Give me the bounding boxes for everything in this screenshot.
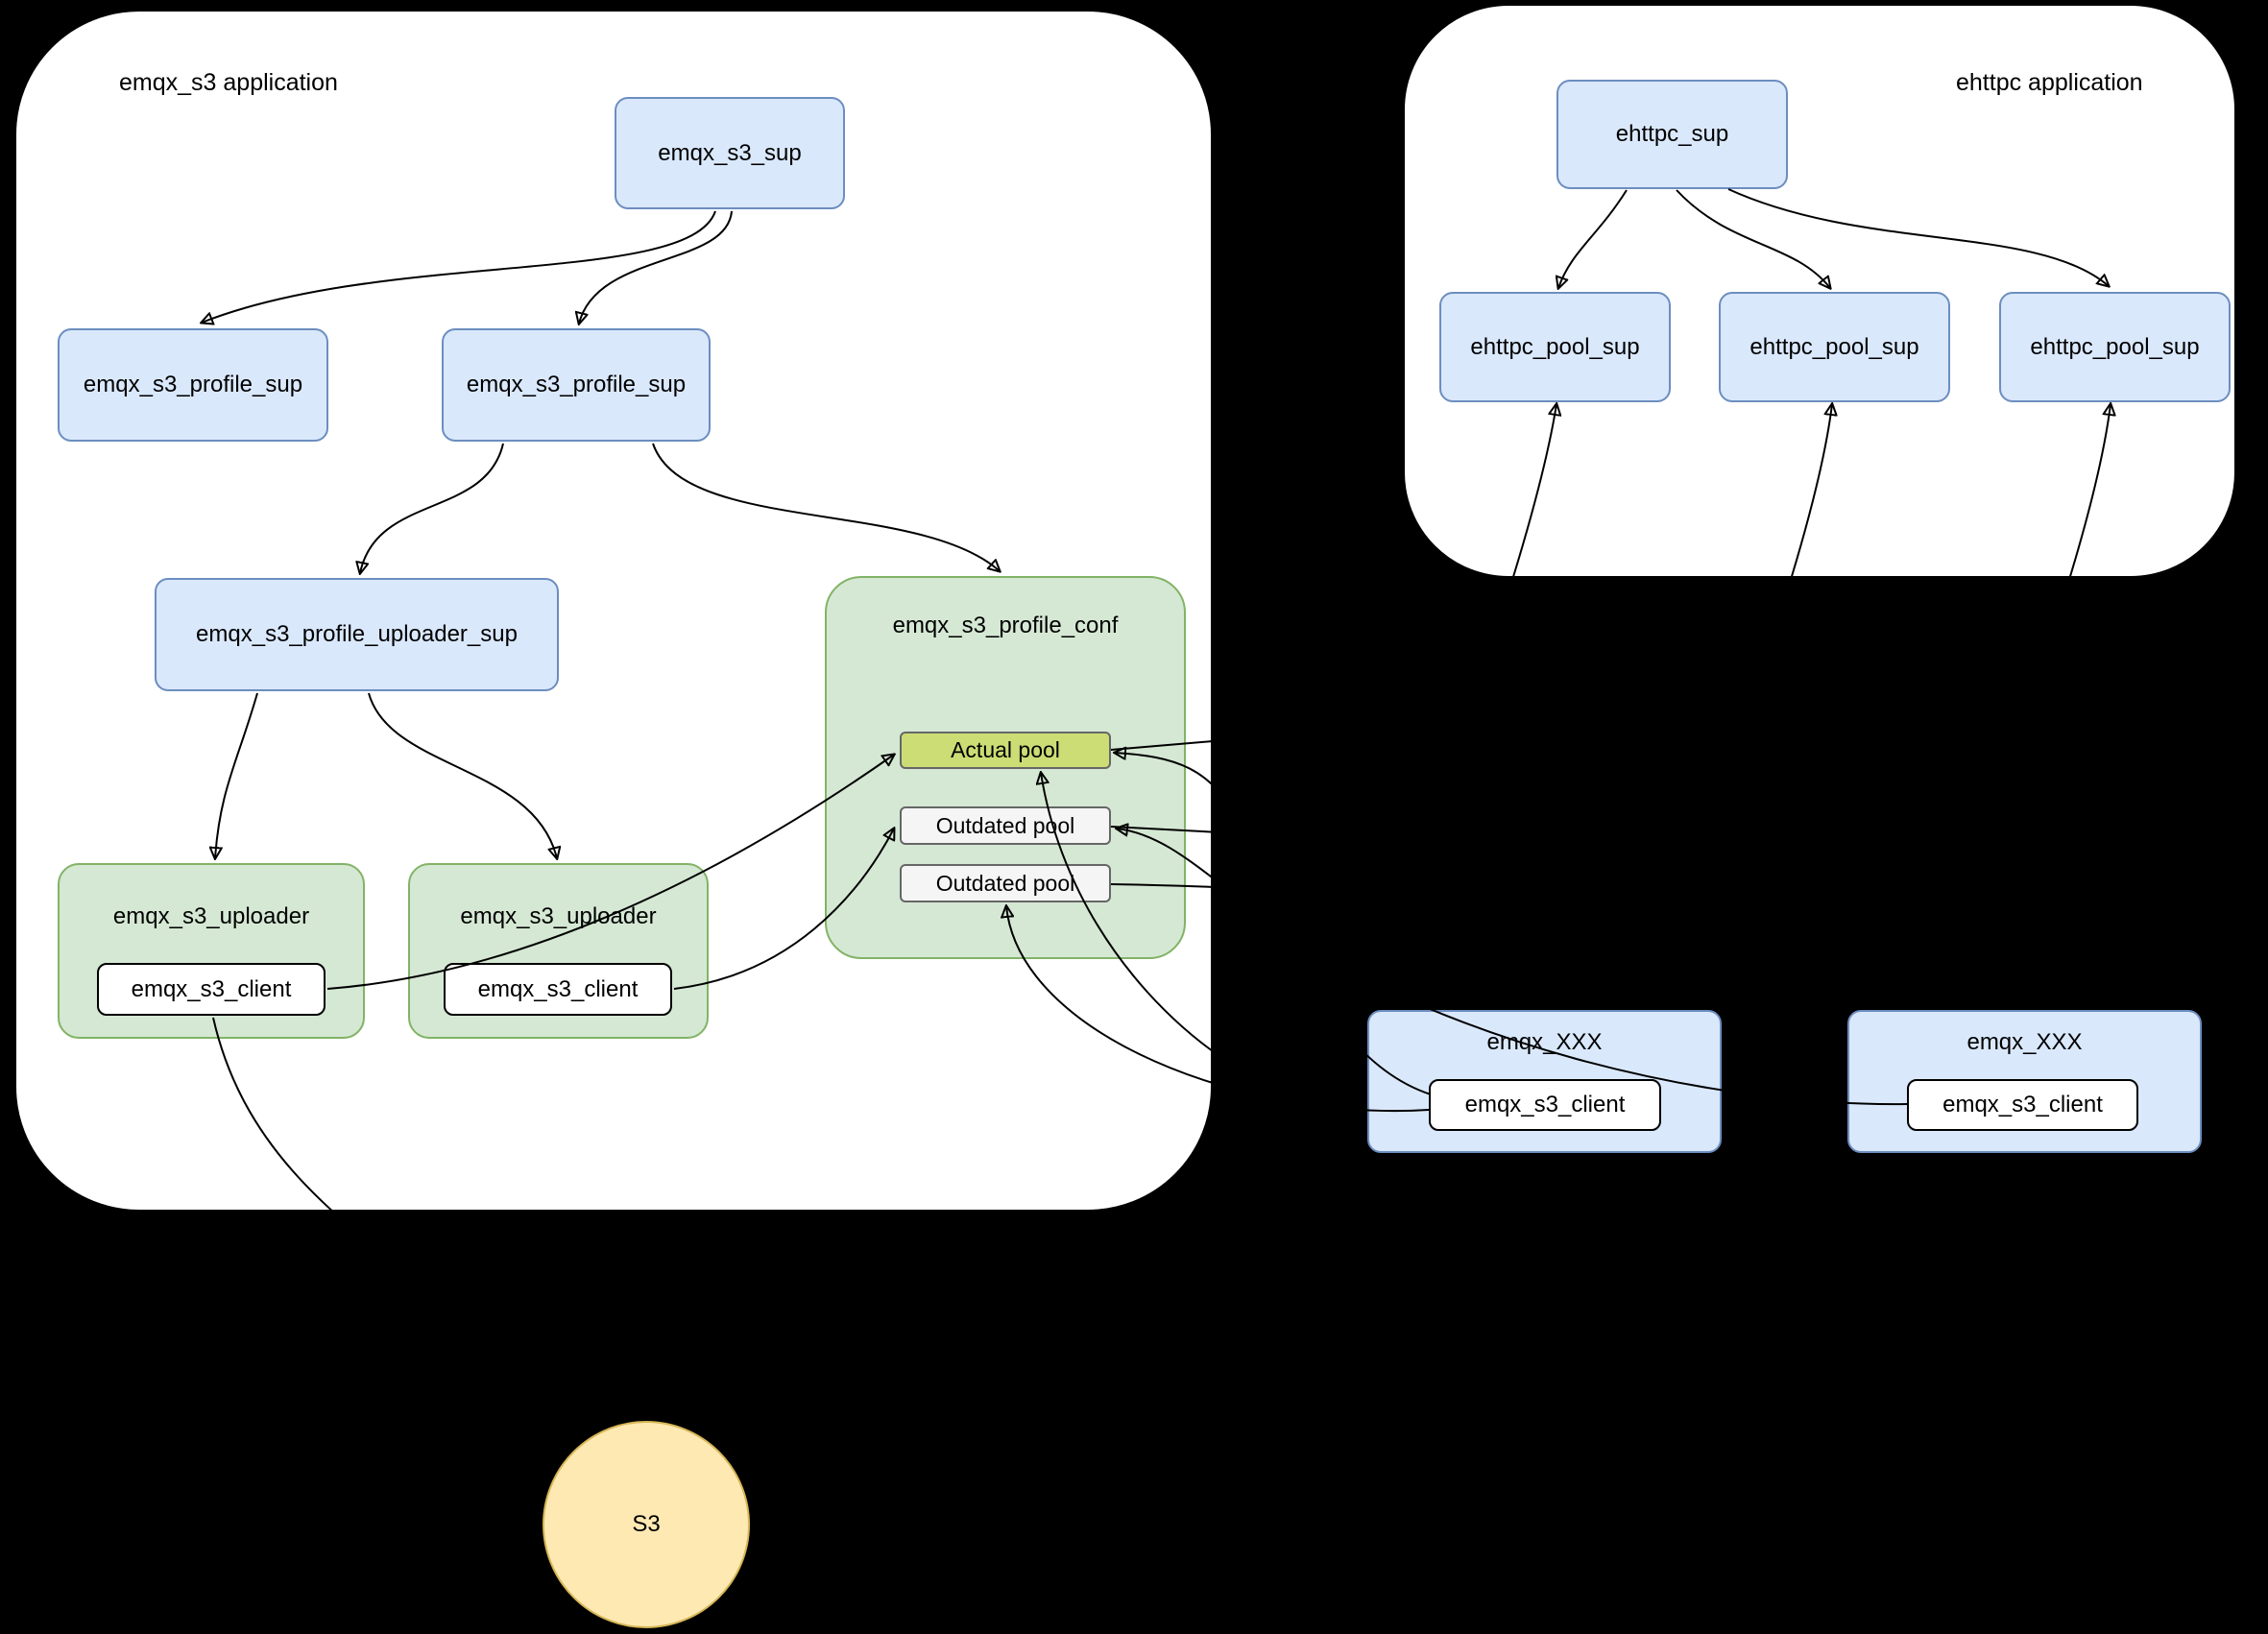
node-emqx-s3-client-left: emqx_s3_client	[97, 963, 326, 1016]
node-label-outdated-pool-2: Outdated pool	[935, 870, 1075, 896]
node-ehttpc-sup: ehttpc_sup	[1556, 80, 1788, 189]
node-emqx-s3-sup: emqx_s3_sup	[615, 97, 845, 209]
node-label-profile-sup-mid: emqx_s3_profile_sup	[466, 372, 687, 397]
node-emqx-s3-profile-uploader-sup: emqx_s3_profile_uploader_sup	[155, 578, 559, 691]
node-ehttpc-pool-sup-3: ehttpc_pool_sup	[1999, 292, 2231, 402]
node-label-emqx-xxx-right: emqx_XXX	[1966, 1029, 2083, 1055]
node-outdated-pool-1: Outdated pool	[900, 806, 1111, 845]
node-xxx-client-right: emqx_s3_client	[1907, 1079, 2138, 1131]
node-label-outdated-pool-1: Outdated pool	[935, 812, 1075, 838]
node-emqx-s3-client-right: emqx_s3_client	[444, 963, 672, 1016]
node-label-profile-sup-left: emqx_s3_profile_sup	[83, 372, 303, 397]
node-s3: S3	[543, 1421, 750, 1628]
node-label-ehttpc-pool-sup-1: ehttpc_pool_sup	[1470, 333, 1640, 360]
container-label-ehttpc-application: ehttpc application	[1956, 69, 2143, 96]
node-actual-pool: Actual pool	[900, 732, 1111, 769]
node-label-xxx-client-left: emqx_s3_client	[1464, 1092, 1626, 1117]
node-label-profile-conf: emqx_s3_profile_conf	[892, 613, 1119, 638]
node-label-client-right: emqx_s3_client	[477, 975, 639, 1002]
node-ehttpc-pool-sup-2: ehttpc_pool_sup	[1719, 292, 1950, 402]
node-label-xxx-client-right: emqx_s3_client	[1942, 1092, 2103, 1117]
node-ehttpc-pool-sup-1: ehttpc_pool_sup	[1439, 292, 1671, 402]
node-outdated-pool-2: Outdated pool	[900, 864, 1111, 902]
node-label-uploader-left: emqx_s3_uploader	[112, 903, 310, 929]
node-label-profile-uploader-sup: emqx_s3_profile_uploader_sup	[196, 621, 518, 647]
node-emqx-s3-profile-sup-left: emqx_s3_profile_sup	[58, 328, 328, 442]
node-emqx-s3-profile-sup-mid: emqx_s3_profile_sup	[442, 328, 711, 442]
node-label-client-left: emqx_s3_client	[131, 975, 292, 1002]
container-label-emqx-s3-application: emqx_s3 application	[119, 69, 338, 96]
node-label-ehttpc-pool-sup-3: ehttpc_pool_sup	[2030, 333, 2200, 360]
node-label-ehttpc-sup: ehttpc_sup	[1615, 121, 1729, 147]
node-xxx-client-left: emqx_s3_client	[1429, 1079, 1661, 1131]
node-label-actual-pool: Actual pool	[951, 737, 1060, 762]
node-label-emqx-s3-sup: emqx_s3_sup	[658, 139, 802, 166]
node-label-s3: S3	[632, 1511, 661, 1537]
node-label-emqx-xxx-left: emqx_XXX	[1486, 1029, 1603, 1055]
node-label-uploader-right: emqx_s3_uploader	[460, 903, 657, 929]
node-label-ehttpc-pool-sup-2: ehttpc_pool_sup	[1749, 333, 1919, 360]
